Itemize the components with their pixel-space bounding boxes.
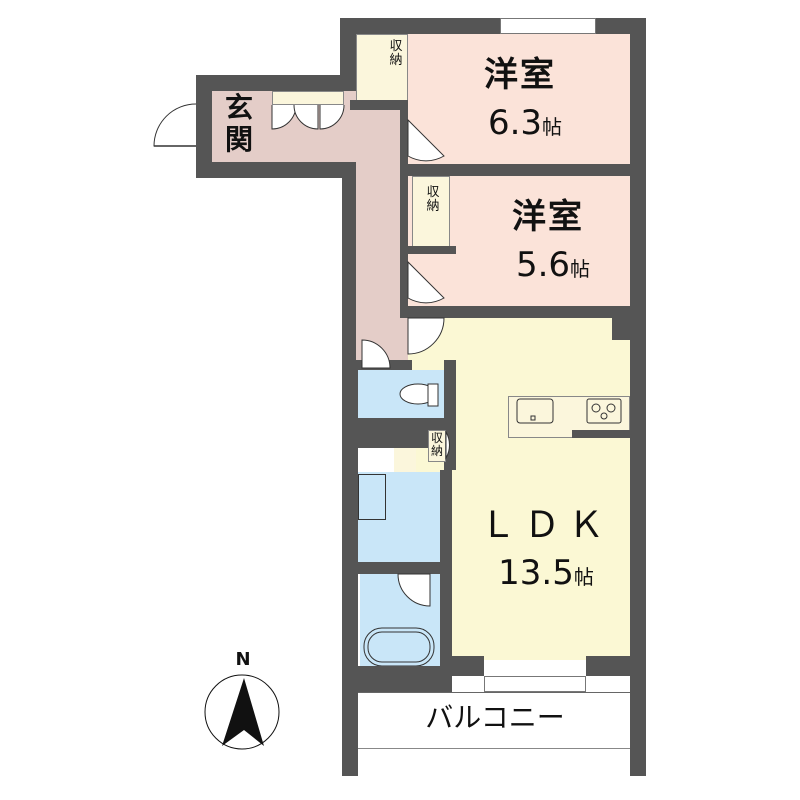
ldk-unit: 帖 [573, 565, 594, 589]
western-room-2-name: 洋室 [512, 197, 584, 237]
storage-1-label: 収納 [389, 39, 403, 68]
wall-storage-1-bottom [350, 100, 408, 110]
entrance-door-icon [153, 103, 197, 147]
door-western-room-1-icon [407, 118, 445, 162]
washbasin [358, 474, 386, 520]
western-room-1-floor [408, 34, 630, 164]
ldk-size: 13.5帖 [476, 556, 616, 590]
western-room-1-name: 洋室 [484, 55, 556, 95]
wall-storage-2-bottom [408, 246, 456, 254]
western-room-1-unit: 帖 [542, 115, 563, 139]
western-room-1-size: 6.3帖 [470, 106, 580, 140]
door-ldk-icon [407, 317, 445, 355]
hallway-floor [356, 110, 408, 362]
storage-2-label: 収納 [426, 185, 440, 214]
wall-entrance-top [196, 75, 356, 91]
wall-hall-right-upper [400, 100, 408, 170]
western-room-2-size-value: 5.6 [515, 245, 571, 285]
wall-outer-right [630, 18, 646, 776]
door-toilet-icon [361, 339, 391, 369]
western-room-1-size-value: 6.3 [487, 103, 543, 143]
sink-icon [516, 398, 554, 424]
storage-3[interactable] [428, 430, 446, 462]
wall-between-western-rooms [400, 164, 630, 176]
ldk-name: ＬＤＫ [479, 505, 612, 546]
toilet-icon [399, 383, 439, 407]
wall-counter-edge [572, 430, 630, 438]
wall-western-2-ldk [400, 306, 630, 318]
ldk-size-value: 13.5 [498, 553, 574, 593]
compass-north-label: N [235, 649, 251, 670]
bathtub-icon [363, 627, 435, 667]
wall-ldk-notch-top-right [612, 318, 630, 340]
wall-washroom-right [440, 470, 452, 666]
window-western-room-1 [500, 18, 596, 34]
wall-entrance-bottom [196, 162, 356, 178]
balcony-rail [358, 748, 630, 749]
wall-outer-left-lower [342, 162, 358, 776]
bathroom-door-icon [397, 573, 431, 607]
door-storage-3-icon [445, 430, 450, 460]
balcony-floor [358, 692, 630, 776]
wall-bathroom-bottom [342, 666, 452, 692]
wall-washroom-bath [356, 562, 446, 574]
washroom-entry [394, 448, 416, 472]
window-ldk [484, 676, 586, 692]
storage-1[interactable] [356, 34, 408, 102]
entrance-label: 玄関 [224, 91, 255, 156]
shoe-cabinet-doors-icon [271, 104, 345, 130]
western-room-2-size: 5.6帖 [498, 248, 608, 282]
stove-icon [586, 398, 622, 424]
compass-north-arrow-icon [204, 674, 280, 750]
storage-3-label: 収納 [430, 431, 443, 458]
door-western-room-2-icon [407, 260, 445, 304]
western-room-2-unit: 帖 [570, 257, 591, 281]
shoe-cabinet [272, 91, 344, 105]
wall-entrance-left [196, 75, 212, 175]
balcony-label: バルコニー [425, 701, 565, 734]
wall-hall-right-mid [400, 176, 408, 316]
storage-2[interactable] [412, 176, 450, 248]
wall-ldk-bottom-right [586, 656, 630, 676]
